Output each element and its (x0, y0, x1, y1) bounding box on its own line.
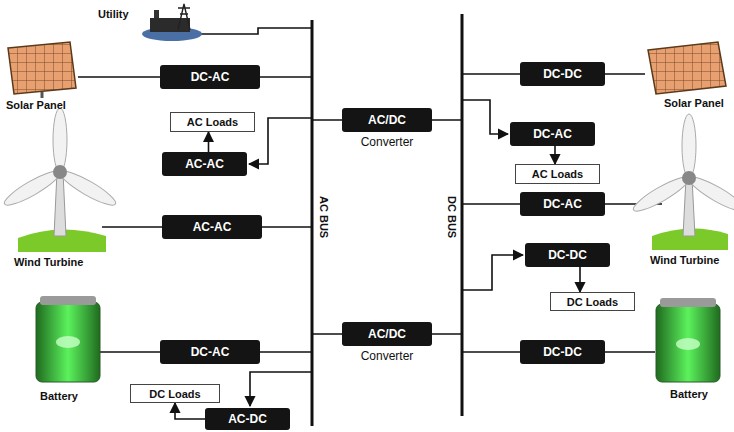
battery-icon (656, 298, 720, 382)
utility-tower (178, 4, 190, 30)
converter-box: AC-AC (162, 152, 247, 176)
box-caption: Converter (361, 135, 414, 149)
component-label: Utility (98, 8, 129, 20)
box-label: AC-AC (193, 220, 232, 234)
box-label: DC-AC (533, 127, 572, 141)
turbine-blade (682, 114, 696, 178)
turbine-tower (54, 172, 66, 236)
battery-icon (36, 296, 100, 382)
box-label: DC Loads (149, 388, 200, 400)
box-label: AC-DC (228, 412, 267, 426)
box-label: DC-AC (191, 70, 230, 84)
wind-turbine-icon (630, 114, 734, 250)
box-label: AC/DC (368, 113, 406, 127)
converter-box: AC-DC (205, 408, 290, 430)
converter-box: DC-DC (520, 62, 605, 86)
turbine-tower (683, 178, 695, 236)
converter-box: AC-AC (162, 215, 262, 239)
battery-body (656, 304, 720, 382)
turbine-blade (53, 108, 67, 172)
component-label: Solar Panel (6, 99, 66, 111)
utility-wire (200, 28, 312, 34)
utility-chimney (154, 10, 159, 18)
converter-box: AC/DCConverter (342, 322, 432, 346)
box-label: DC-AC (543, 197, 582, 211)
battery-glow (56, 336, 80, 348)
wire (250, 372, 312, 406)
solar-panel-icon (648, 42, 726, 94)
wires (78, 28, 662, 406)
solar-panel (648, 42, 726, 94)
wire (462, 100, 508, 134)
converter-box: DC-AC (160, 340, 260, 364)
converter-box: AC/DCConverter (342, 108, 432, 132)
connector (208, 132, 210, 152)
component-label: Wind Turbine (14, 256, 83, 268)
solar-panel-icon (8, 42, 76, 98)
box-label: DC-AC (191, 345, 230, 359)
bus-label: AC BUS (318, 196, 330, 238)
battery-cap (660, 298, 716, 307)
component-label: Battery (40, 390, 78, 402)
bus-label: DC BUS (446, 196, 458, 238)
load-box: AC Loads (515, 164, 600, 184)
box-label: AC Loads (532, 168, 583, 180)
load-box: AC Loads (170, 112, 255, 132)
box-caption: Converter (361, 349, 414, 363)
box-label: DC Loads (567, 296, 618, 308)
converter-box: DC-AC (510, 122, 595, 146)
solar-stand (41, 92, 44, 98)
connector (579, 267, 581, 292)
component-label: Battery (670, 388, 708, 400)
box-label: AC-AC (185, 157, 224, 171)
load-box: DC Loads (550, 292, 635, 311)
component-label: Solar Panel (664, 97, 724, 109)
turbine-hub (53, 165, 67, 179)
box-label: AC/DC (368, 327, 406, 341)
utility-icon (142, 4, 202, 41)
solar-panel (8, 42, 76, 94)
box-label: AC Loads (187, 116, 238, 128)
converter-box: DC-AC (160, 65, 260, 89)
converter-box: DC-AC (520, 192, 605, 216)
utility-building (150, 18, 190, 32)
load-box: DC Loads (130, 384, 220, 403)
wire (249, 118, 312, 164)
box-label: DC-DC (543, 67, 582, 81)
connector (175, 403, 205, 419)
component-label: Wind Turbine (650, 254, 719, 266)
box-label: DC-DC (543, 345, 582, 359)
wind-turbine-icon (1, 108, 119, 252)
connector (554, 146, 556, 164)
wire (462, 255, 523, 290)
battery-body (36, 302, 100, 382)
ac-bus-line (311, 20, 314, 426)
converter-box: DC-DC (520, 340, 605, 364)
battery-cap (40, 296, 96, 305)
converter-box: DC-DC (525, 243, 610, 267)
box-label: DC-DC (548, 248, 587, 262)
battery-glow (676, 338, 700, 350)
turbine-hub (682, 171, 696, 185)
